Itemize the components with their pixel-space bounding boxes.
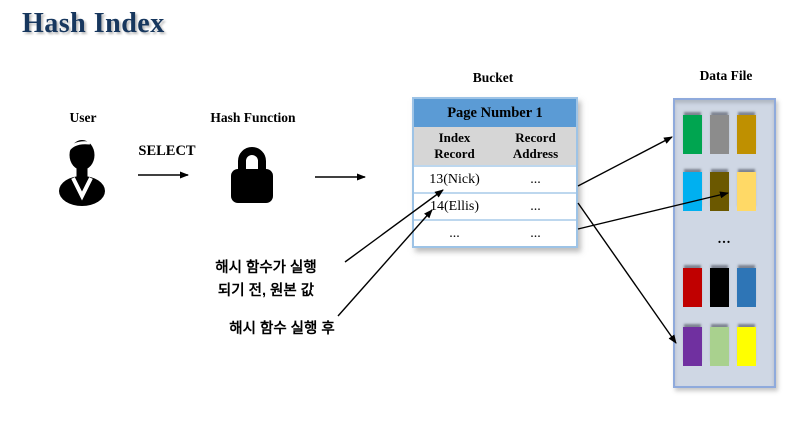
annotation-line: 되기 전, 원본 값 bbox=[217, 283, 315, 299]
data-block bbox=[710, 268, 729, 307]
column-header-record-address: Record Address bbox=[512, 130, 559, 161]
record-address-cell: ... bbox=[530, 171, 541, 187]
data-block bbox=[710, 172, 729, 211]
record-address-cell: ... bbox=[530, 198, 541, 214]
annotation-after-hash: 해시 함수 실행 후 bbox=[229, 321, 335, 337]
arrow-nick-to-green-block bbox=[577, 136, 673, 187]
data-block bbox=[683, 115, 702, 154]
annotation-before-hash: 해시 함수가 실행 되기 전, 원본 값 bbox=[206, 257, 326, 303]
annotation-line: 해시 함수가 실행 bbox=[215, 260, 317, 276]
data-block bbox=[683, 268, 702, 307]
bucket-title: Bucket bbox=[472, 70, 514, 85]
data-block bbox=[683, 172, 702, 211]
data-file-row bbox=[683, 268, 756, 307]
hash-function-label: Hash Function bbox=[210, 110, 296, 125]
data-file-row bbox=[683, 115, 756, 154]
index-record-cell: 13(Nick) bbox=[429, 171, 480, 187]
record-address-cell: ... bbox=[530, 225, 541, 241]
data-block bbox=[737, 268, 756, 307]
bucket-table: Page Number 1 Index Record Record Addres… bbox=[412, 97, 578, 248]
user-label: User bbox=[69, 110, 97, 125]
arrow-ellis-to-purple-block bbox=[577, 202, 677, 344]
table-row: 14(Ellis) ... bbox=[414, 192, 576, 219]
bucket-column-headers: Index Record Record Address bbox=[414, 127, 576, 165]
table-row: 13(Nick) ... bbox=[414, 165, 576, 192]
page-title: Hash Index bbox=[22, 8, 165, 39]
data-file-row bbox=[683, 327, 756, 366]
data-file-title: Data File bbox=[699, 68, 753, 83]
user-icon bbox=[59, 140, 105, 206]
index-record-cell: ... bbox=[449, 225, 460, 241]
index-record-cell: 14(Ellis) bbox=[430, 198, 479, 214]
data-file-row bbox=[683, 172, 756, 211]
data-block bbox=[710, 115, 729, 154]
lock-icon bbox=[231, 147, 273, 203]
data-file-ellipsis: ... bbox=[717, 232, 732, 247]
data-block bbox=[737, 172, 756, 211]
data-file-panel: ... bbox=[673, 98, 776, 388]
table-row: ... ... bbox=[414, 219, 576, 246]
select-label: SELECT bbox=[138, 143, 196, 159]
data-block bbox=[737, 327, 756, 366]
bucket-page-header: Page Number 1 bbox=[414, 99, 576, 127]
data-block bbox=[737, 115, 756, 154]
column-header-index-record: Index Record bbox=[434, 130, 475, 161]
data-block bbox=[683, 327, 702, 366]
data-block bbox=[710, 327, 729, 366]
